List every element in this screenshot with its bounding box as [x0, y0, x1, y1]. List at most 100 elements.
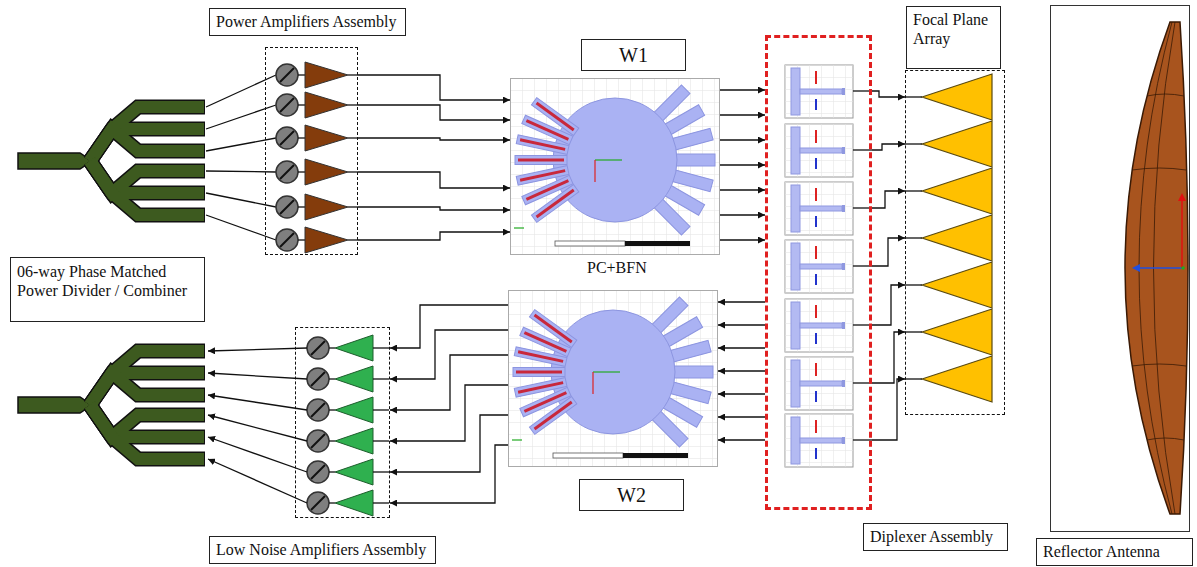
wire-arrow: [208, 415, 307, 441]
signal-arrow: [390, 385, 508, 441]
panel-line: [1132, 364, 1186, 366]
pa-chain: [276, 194, 358, 220]
lna-chain: [307, 459, 389, 485]
pc-bfn-layout: [508, 290, 718, 467]
signal-arrow: [390, 415, 508, 472]
signal-arrow: [358, 207, 510, 210]
wire-arrow: [208, 395, 307, 410]
diplexer-layout: [785, 240, 853, 293]
horn-feed: [922, 74, 992, 120]
component-region: Low Noise Amplifiers Assembly: [295, 327, 390, 518]
power-combiner: [18, 351, 205, 459]
wire-arrow: [208, 459, 307, 503]
horn-feed: [922, 262, 992, 308]
wire: [905, 284, 922, 285]
lna-chain: [307, 490, 389, 516]
diplexer-layout: [785, 414, 853, 467]
signal-arrow: [718, 393, 765, 394]
signal-arrow: [872, 285, 905, 325]
signal-arrow: [720, 189, 765, 190]
wire: [905, 96, 922, 97]
component-region: W1: [510, 78, 720, 255]
axis-head: [1178, 193, 1186, 201]
panel-line: [1147, 438, 1184, 440]
wire: [905, 190, 922, 191]
signal-arrow: [718, 439, 765, 440]
component-region: Power Amplifiers Assembly: [265, 47, 358, 255]
lna-chain: [307, 335, 389, 361]
heading-label: W2: [579, 479, 684, 511]
signal-arrow: [358, 172, 510, 188]
signal-arrow: [720, 214, 765, 215]
pa-chain: [276, 92, 358, 118]
heading-label: Low Noise Amplifiers Assembly: [209, 536, 436, 564]
signal-arrow: [720, 139, 765, 140]
signal-arrow: [872, 379, 905, 440]
signal-arrow: [720, 114, 765, 115]
diplexer-layout: [785, 124, 853, 177]
signal-arrow: [720, 164, 765, 165]
signal-arrow: [872, 238, 905, 266]
text-box: 06-way Phase Matched Power Divider / Com…: [10, 257, 205, 322]
horn-feed: [922, 309, 992, 355]
diplexer-layout: [785, 182, 853, 235]
component-region: W2: [508, 290, 718, 467]
signal-arrow: [872, 91, 905, 97]
signal-arrow: [872, 191, 905, 208]
signal-arrow: [720, 89, 765, 90]
heading-label: Reflector Antenna: [1036, 538, 1193, 566]
caption-label: PC+BFN: [587, 258, 647, 277]
axis-origin: [1181, 266, 1185, 270]
wire: [905, 331, 922, 332]
signal-arrow: [358, 138, 510, 140]
axis-line: [1181, 201, 1183, 268]
signal-arrow: [872, 332, 905, 383]
axis-head: [1132, 264, 1140, 272]
horn-stubs: [905, 97, 922, 379]
pa-chain: [276, 227, 358, 253]
pa-chain: [276, 159, 358, 185]
signal-arrow: [390, 305, 508, 348]
wire-arrow: [208, 437, 307, 472]
lna-chain: [307, 428, 389, 454]
signal-arrow: [390, 445, 508, 503]
wire: [905, 378, 922, 379]
combiner-wires: [208, 348, 307, 503]
heading-label: Diplexer Assembly: [863, 523, 1008, 551]
heading-label: Power Amplifiers Assembly: [209, 8, 406, 36]
panel-line: [1147, 94, 1184, 96]
connector-group: [358, 75, 905, 503]
signal-arrow: [720, 239, 765, 240]
power-divider: [18, 107, 205, 215]
wire: [905, 143, 922, 144]
signal-arrow: [358, 232, 510, 240]
component-region: Reflector Antenna: [1050, 5, 1190, 532]
wire-arrow: [208, 348, 307, 351]
signal-arrow: [718, 347, 765, 348]
signal-arrow: [358, 105, 510, 120]
lna-chain: [307, 397, 389, 423]
horn-feed: [922, 215, 992, 261]
reflector-drawing: [1125, 22, 1188, 514]
node-text: 06-way Phase Matched Power Divider / Com…: [17, 262, 198, 300]
signal-arrow: [872, 144, 905, 150]
reflector-dish: [1125, 22, 1188, 514]
component-region: Focal Plane Array: [905, 70, 1005, 415]
diplexer-layout: [785, 299, 853, 352]
heading-label: Focal Plane Array: [906, 6, 1001, 69]
heading-label: W1: [581, 39, 686, 71]
signal-arrow: [718, 416, 765, 417]
signal-arrow: [390, 355, 508, 410]
component-region: Diplexer Assembly: [765, 35, 872, 510]
diplexer-layout: [785, 65, 853, 118]
signal-arrow: [358, 75, 510, 100]
diplexer-layout: [785, 357, 853, 410]
signal-arrow: [718, 301, 765, 302]
wire: [905, 237, 922, 238]
panel-line: [1132, 168, 1186, 170]
wire-arrow: [208, 373, 307, 379]
reflector-panels: [1132, 22, 1186, 514]
axis-line: [1139, 267, 1183, 269]
